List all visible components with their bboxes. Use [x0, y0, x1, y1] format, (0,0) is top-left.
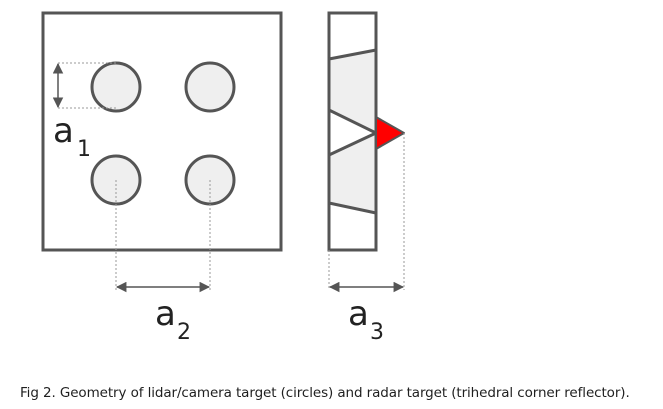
dimension-a2: a 2: [115, 180, 211, 345]
target-circle-top-left: [90, 61, 142, 113]
target-board: [41, 11, 283, 252]
corner-reflector-wedge-lower: [327, 131, 378, 215]
corner-reflector-apex: [375, 116, 405, 150]
lidar-camera-target: a 1 a 2: [41, 11, 283, 345]
target-circle-top-right: [184, 61, 236, 113]
radar-target: a 3: [327, 11, 405, 345]
a2-subscript: 2: [177, 320, 191, 345]
a3-subscript: 3: [370, 320, 384, 345]
dimension-a3: a 3: [328, 133, 405, 345]
dimension-a1: a 1: [52, 62, 116, 162]
figure-caption: Fig 2. Geometry of lidar/camera target (…: [20, 385, 630, 401]
a2-label: a: [155, 294, 176, 334]
a3-label: a: [348, 294, 369, 334]
a1-subscript: 1: [77, 137, 91, 162]
radar-board: [327, 11, 378, 252]
a1-label: a: [53, 111, 74, 151]
